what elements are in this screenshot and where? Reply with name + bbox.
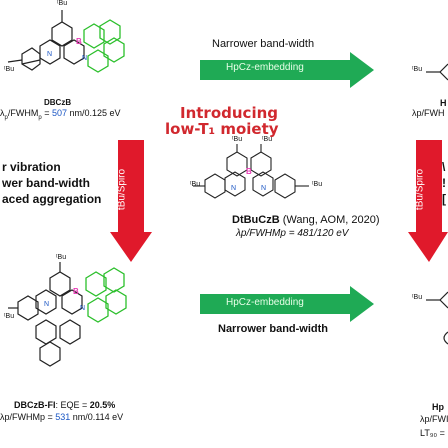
dbczb-fi-metrics: λp/FWHMp = 531 nm/0.114 eV	[0, 412, 124, 422]
dbczb-fi-structure: B N N	[8, 262, 127, 367]
tbu-center-3: ᵗBu	[190, 181, 201, 188]
top-arrow-caption: Narrower band-width	[212, 38, 315, 50]
svg-text:N: N	[231, 185, 236, 192]
tbu-label-left: ᵗBu	[4, 66, 15, 73]
dbczb-structure: B N N	[7, 10, 125, 73]
right-effect-fragment-1: \	[442, 160, 446, 174]
bottom-right-lt-fragment: LT₉₀ =	[420, 428, 445, 438]
bottom-right-name-fragment: Hp	[432, 402, 444, 412]
dtbuczb-caption: DtBuCzB (Wang, AOM, 2020)	[232, 214, 380, 226]
left-effect-1: r vibration	[2, 160, 61, 174]
dbczb-fi-caption: DBCzB-FI: EQE = 20.5%	[14, 400, 116, 410]
top-arrow-label: HpCz-embedding	[226, 62, 304, 73]
center-title-line2: low-T₁ moiety	[165, 120, 279, 138]
dbczb-peak-value: 507	[51, 108, 67, 118]
bottom-arrow-caption: Narrower band-width	[218, 323, 329, 335]
top-arrow-green	[200, 52, 374, 88]
center-title-line1: Introducing	[180, 104, 278, 122]
tbu-bottom-top: ᵗBu	[56, 254, 67, 261]
right-effect-fragment-2: !	[442, 176, 446, 190]
left-arrow-label: tBu/Spiro	[116, 168, 128, 211]
svg-text:B: B	[73, 287, 79, 296]
right-arrow-red	[408, 140, 448, 262]
left-arrow-red	[110, 140, 152, 262]
bottom-arrow-green	[200, 286, 374, 322]
svg-text:B: B	[246, 167, 252, 176]
left-effect-2: wer band-width	[2, 176, 90, 190]
top-right-name-fragment: H	[440, 98, 447, 108]
dbczb-fi-peak-value: 531	[55, 412, 71, 422]
svg-text:N: N	[47, 51, 52, 58]
dbczb-name: DBCzB	[44, 98, 72, 107]
tbu-center-1: ᵗBu	[232, 136, 243, 143]
dtbuczb-metrics: λp/FWHMp = 481/120 eV	[236, 228, 349, 239]
bottom-arrow-label: HpCz-embedding	[226, 297, 304, 308]
svg-text:B: B	[76, 37, 82, 46]
svg-text:N: N	[261, 185, 266, 192]
left-effect-3: aced aggregation	[2, 192, 102, 206]
top-right-metrics-fragment: λp/FWH	[412, 108, 445, 118]
tbu-label-right-bottom: ᵗBu	[412, 294, 423, 301]
top-right-structure-partial	[426, 63, 448, 81]
bottom-right-structure-partial	[426, 291, 448, 345]
dtbuczb-structure: B N N	[193, 144, 309, 199]
dbczb-metrics: λp/FWHMp = 507 nm/0.125 eV	[0, 108, 121, 121]
tbu-label-top: ᵗBu	[57, 0, 68, 7]
right-effect-fragment-3: [	[442, 192, 446, 206]
bottom-right-metrics-fragment: λp/FWI	[420, 414, 448, 424]
tbu-bottom-left: ᵗBu	[4, 313, 15, 320]
right-arrow-label: tBu/Spiro	[414, 168, 426, 211]
svg-text:N: N	[82, 55, 87, 62]
svg-text:N: N	[44, 301, 49, 308]
tbu-label-right-top: ᵗBu	[412, 66, 423, 73]
tbu-center-2: ᵗBu	[262, 136, 273, 143]
tbu-center-4: ᵗBu	[312, 181, 323, 188]
svg-text:N: N	[80, 305, 85, 312]
